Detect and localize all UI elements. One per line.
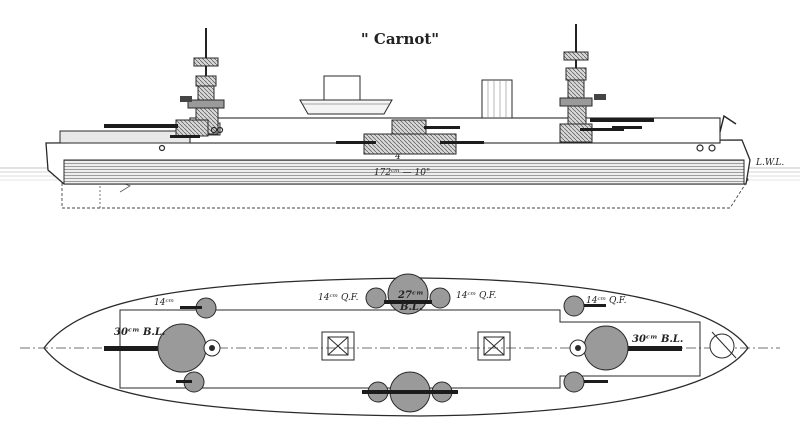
- turret-27cm-bottom: [362, 371, 458, 413]
- label-aft-main: 30ᶜᵐ B.L.: [632, 334, 683, 345]
- turret-27cm-top: [365, 273, 451, 315]
- waterline-label: L.W.L.: [755, 158, 784, 168]
- fore-mast: [559, 24, 606, 129]
- label-qf-left-mid: 14ᶜᵐ Q.F.: [318, 293, 359, 303]
- bow-capstan: [709, 333, 735, 359]
- label-center-top: 27ᶜᵐ: [397, 290, 423, 301]
- belt-length-label: 172ᶜᵐ — 10": [374, 168, 430, 178]
- turret-30cm-aft: [104, 323, 221, 373]
- fore-main-turret: [559, 123, 593, 143]
- deck-plan: 30ᶜᵐ B.L. 30ᶜᵐ B.L. 27ᶜᵐ B.L. 14ᶜᵐ Q.F. …: [20, 273, 780, 417]
- qf-gun-aft-top: [180, 297, 217, 319]
- belt-thickness-label: 4": [394, 152, 405, 162]
- funnel-fore: [481, 79, 513, 119]
- qf-gun-aft-bottom: [176, 371, 205, 393]
- side-elevation: 4" 172ᶜᵐ — 10" L.W.L.: [0, 24, 800, 209]
- qf-gun-fore-top: [563, 295, 606, 317]
- hatch-fore: [477, 331, 511, 361]
- ships-boat: [299, 99, 393, 115]
- diagram-title: " Carnot": [361, 30, 439, 48]
- aft-mast: [180, 28, 225, 135]
- hatch-aft: [321, 331, 355, 361]
- aft-main-gun: [104, 124, 178, 128]
- label-fwd-main: 30ᶜᵐ B.L.: [114, 327, 165, 338]
- plan-deck-house: [119, 309, 701, 389]
- qf-gun-fore-bottom: [563, 371, 608, 393]
- central-turret-top: [391, 119, 427, 135]
- turret-30cm-fore: [569, 325, 682, 371]
- label-qf-left-end: 14ᶜᵐ: [154, 298, 174, 308]
- label-qf-right-end: 14ᶜᵐ Q.F.: [586, 296, 627, 306]
- funnel-aft: [323, 75, 361, 103]
- label-qf-right-mid: 14ᶜᵐ Q.F.: [456, 291, 497, 301]
- aft-main-turret: [175, 119, 209, 137]
- label-center-top-sub: B.L.: [399, 302, 422, 313]
- fore-main-gun: [590, 118, 654, 122]
- bow-crane: [719, 114, 737, 133]
- armour-belt: [63, 159, 745, 185]
